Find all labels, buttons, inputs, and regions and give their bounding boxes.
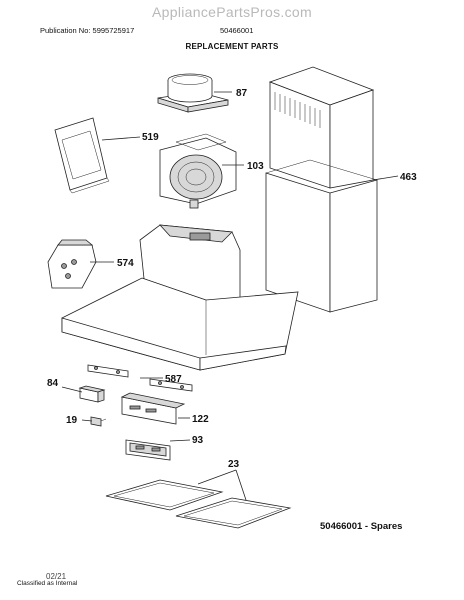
callout-103: 103 [247,161,264,172]
callout-519: 519 [142,132,159,143]
part-23-grease-filters[interactable] [105,479,292,529]
part-574-control-bracket[interactable] [47,239,97,289]
part-84-driver[interactable] [78,385,106,403]
callout-93: 93 [192,435,204,446]
leader-519 [101,136,141,141]
callout-463: 463 [400,172,417,183]
callout-87: 87 [236,88,248,99]
watermark-text: AppliancePartsPros.com [152,4,312,20]
leader-463 [372,175,399,181]
callout-587: 587 [165,374,182,385]
callout-84: 84 [47,378,59,389]
callout-19: 19 [66,415,78,426]
part-463-chimney[interactable] [265,66,378,313]
chimney-vent-slots [274,92,321,128]
publication-number: Publication No: 5995725917 [40,26,135,35]
part-93-control-board[interactable] [125,439,171,461]
classification-label: Classified as Internal [17,580,78,587]
leader-23a [197,469,237,485]
part-87-duct-collar[interactable] [157,73,229,113]
leader-84 [61,386,83,393]
hood-canopy [61,224,299,371]
callout-23: 23 [228,459,240,470]
leader-23b [235,469,247,501]
callout-122: 122 [192,414,209,425]
model-number: 50466001 [220,26,254,35]
leader-19 [81,419,93,422]
part-122-control-panel[interactable] [120,392,186,425]
part-587-light-strip[interactable] [87,364,193,392]
callout-574: 574 [117,258,134,269]
spares-label: 50466001 - Spares [320,521,403,532]
part-519-panel[interactable] [54,117,110,194]
page-title: REPLACEMENT PARTS [185,42,279,51]
footer-date: 02/21 [46,572,67,581]
part-103-blower[interactable] [159,133,237,209]
part-19-switch[interactable] [90,416,107,427]
leader-93 [169,439,191,442]
